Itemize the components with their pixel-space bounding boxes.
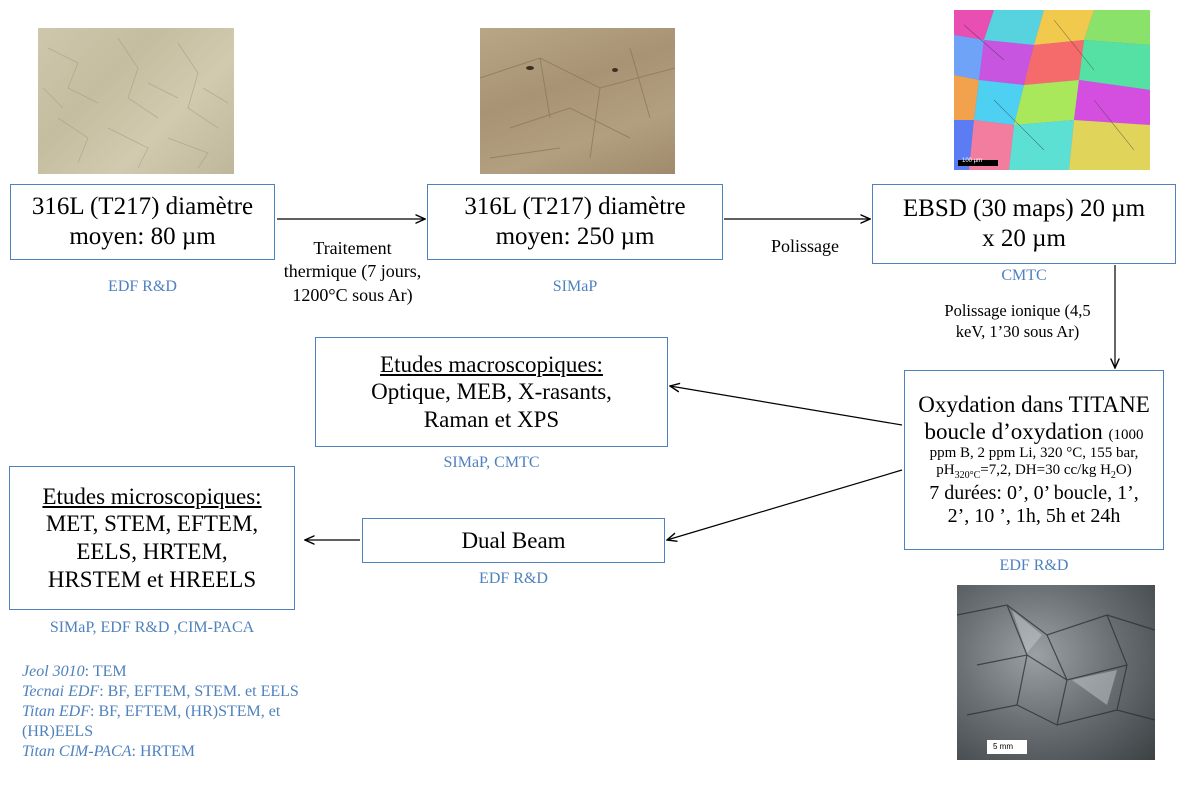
inst-initial: EDF R&D <box>108 278 177 295</box>
heat-line2: moyen: 250 µm <box>495 223 655 250</box>
inst-micro: SIMaP, EDF R&D ,CIM-PACA <box>49 619 255 636</box>
oxid-line2: boucle d’oxydation <box>924 418 1103 444</box>
inst-macro: SIMaP, CMTC <box>443 454 540 471</box>
oxid-dur1: 7 durées: 0’, 0’ boucle, 1’, <box>929 481 1139 504</box>
arrow-to-macro <box>670 386 903 426</box>
initial-line2: moyen: 80 µm <box>69 223 216 250</box>
box-oxidation: Oxydation dans TITANE boucle d’oxydation… <box>904 370 1164 550</box>
arrow-to-dual-beam <box>667 469 903 540</box>
oxidized-sample-photo: 5 mm <box>957 585 1155 760</box>
equipment-list: Jeol 3010: TEM Tecnai EDF: BF, EFTEM, ST… <box>22 662 382 762</box>
micro-line2: EELS, HRTEM, <box>76 539 228 564</box>
initial-line1: 316L (T217) diamètre <box>31 193 254 220</box>
oxid-scale-label: 5 mm <box>993 742 1013 751</box>
micrograph-80um <box>38 28 234 174</box>
oxid-cond2-sub2: 2 <box>1110 470 1116 482</box>
oxid-cond2-sub: 320°C <box>954 470 981 482</box>
equipment-item: Titan CIM-PACA: HRTEM <box>22 743 195 760</box>
equipment-item: Tecnai EDF: BF, EFTEM, STEM. et EELS <box>22 683 299 700</box>
heat-label-l1: Traitement <box>313 238 392 258</box>
label-polish: Polissage <box>770 236 839 256</box>
oxid-line2-cond: (1000 <box>1108 426 1144 443</box>
inst-dual: EDF R&D <box>479 570 548 587</box>
box-ebsd: EBSD (30 maps) 20 µm x 20 µm <box>872 184 1176 264</box>
heat-line1: 316L (T217) diamètre <box>464 193 686 220</box>
macro-line2: Raman et XPS <box>423 406 560 432</box>
heat-label-l2: thermique (7 jours, <box>283 261 422 282</box>
oxid-cond2-c: O) <box>1115 462 1132 479</box>
equipment-item: Titan EDF: BF, EFTEM, (HR)STEM, et <box>22 703 281 720</box>
ebsd-line1: EBSD (30 maps) 20 µm <box>902 195 1146 222</box>
label-ion-polish: Polissage ionique (4,5 keV, 1’30 sous Ar… <box>925 300 1110 343</box>
inst-oxid: EDF R&D <box>999 557 1069 574</box>
box-macro-studies: Etudes macroscopiques: Optique, MEB, X-r… <box>315 337 668 447</box>
macro-line1: Optique, MEB, X-rasants, <box>371 379 612 405</box>
micrograph-250um <box>480 28 675 174</box>
heat-label-l3: 1200°C sous Ar) <box>292 284 413 305</box>
equipment-item: Jeol 3010: TEM <box>22 663 127 680</box>
oxid-cond1: ppm B, 2 ppm Li, 320 °C, 155 bar, <box>929 445 1139 462</box>
equipment-item: (HR)EELS <box>22 723 94 740</box>
micro-line3: HRSTEM et HREELS <box>47 566 257 592</box>
oxid-line1: Oxydation dans TITANE <box>918 392 1150 418</box>
label-heat-treatment: Traitement thermique (7 jours, 1200°C so… <box>245 237 460 307</box>
box-micro-studies: Etudes microscopiques: MET, STEM, EFTEM,… <box>9 466 295 610</box>
micro-title: Etudes microscopiques: <box>42 483 262 509</box>
box-initial-316l: 316L (T217) diamètre moyen: 80 µm <box>10 184 275 260</box>
oxid-cond2-b: =7,2, DH=30 cc/kg H <box>980 462 1111 479</box>
ion-label-l1: Polissage ionique (4,5 <box>944 301 1091 320</box>
ebsd-line2: x 20 µm <box>982 225 1066 252</box>
oxid-dur2: 2’, 10 ’, 1h, 5h et 24h <box>947 504 1121 527</box>
ebsd-scale-label: 100 µm <box>962 158 983 164</box>
ion-label-l2: keV, 1’30 sous Ar) <box>955 322 1080 342</box>
box-heat-treated-316l: 316L (T217) diamètre moyen: 250 µm <box>427 184 723 260</box>
dual-beam-label: Dual Beam <box>461 527 566 553</box>
oxid-line2-wrap: boucle d’oxydation (1000 <box>925 419 1144 445</box>
micro-line1: MET, STEM, EFTEM, <box>45 511 259 537</box>
oxid-cond2: pH320°C=7,2, DH=30 cc/kg H2O) <box>936 462 1132 482</box>
oxid-cond2-a: pH <box>936 462 955 479</box>
box-dual-beam: Dual Beam <box>362 518 665 563</box>
inst-ebsd: CMTC <box>1001 267 1047 284</box>
ebsd-map: 100 µm <box>954 10 1150 170</box>
inst-heat: SIMaP <box>552 278 598 295</box>
macro-title: Etudes macroscopiques: <box>380 351 603 377</box>
